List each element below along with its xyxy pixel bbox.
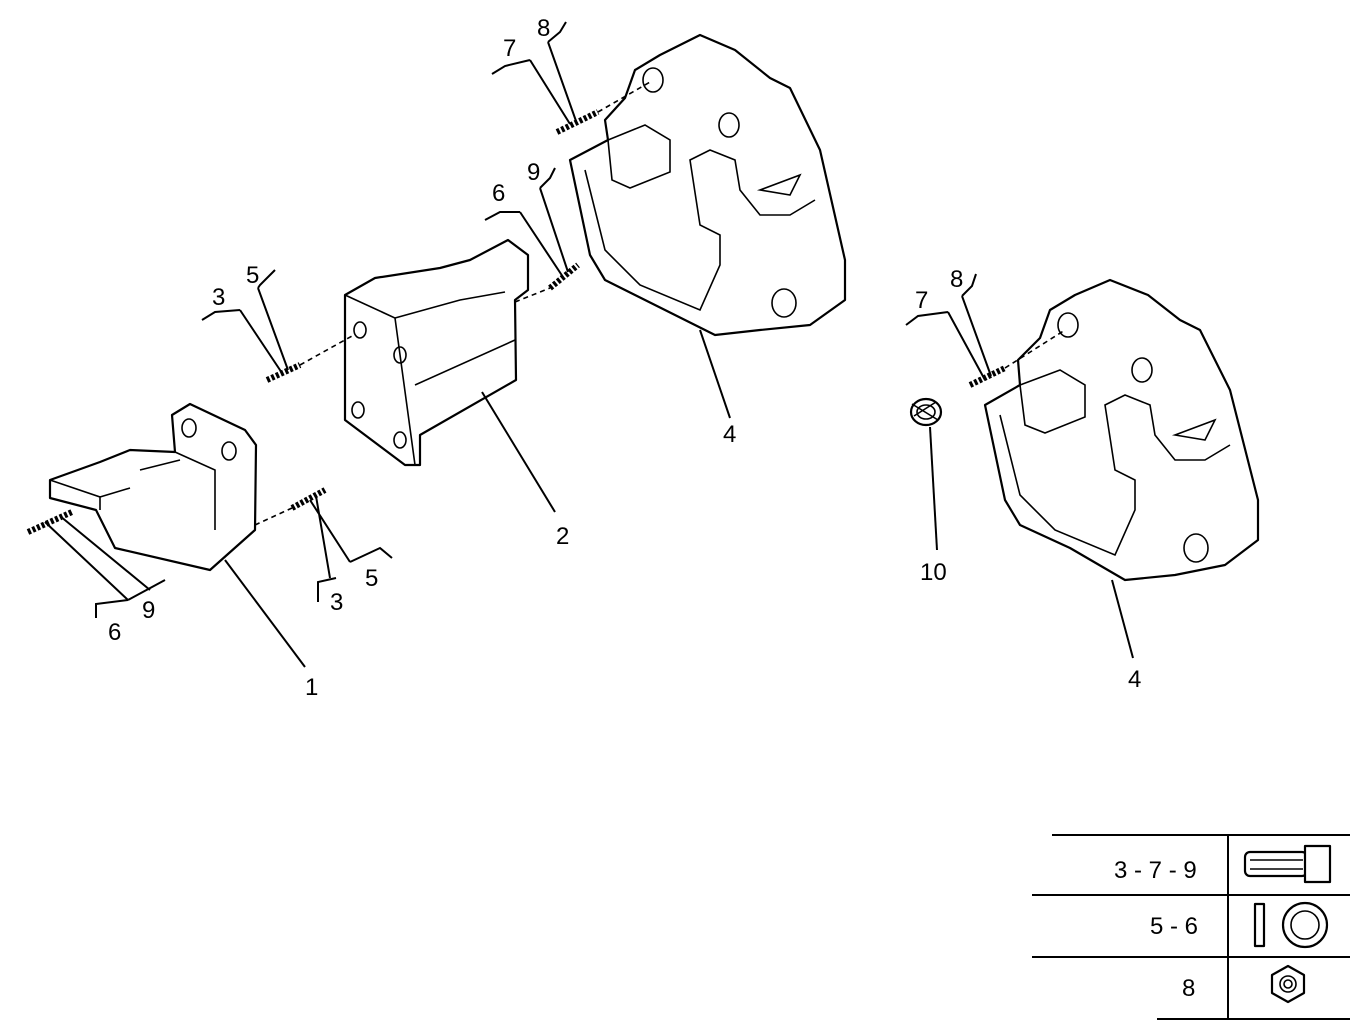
- leader-lines: [44, 21, 1134, 668]
- legend-row-3-label: 8: [1182, 975, 1195, 1002]
- part-10-bushing: [909, 397, 943, 427]
- part-1-bracket: [48, 402, 258, 572]
- fasteners: [26, 81, 1066, 535]
- callout-5-bottom: 5: [365, 565, 378, 592]
- callout-7-right: 7: [915, 287, 928, 314]
- callout-7-top: 7: [503, 35, 516, 62]
- callout-9-left: 9: [142, 597, 155, 624]
- callout-2: 2: [556, 523, 569, 550]
- callout-10: 10: [920, 559, 947, 586]
- legend-row-2-label: 5 - 6: [1150, 913, 1198, 940]
- part-4-housing-right: [983, 278, 1260, 582]
- callout-6-left: 6: [108, 619, 121, 646]
- callout-5-mid: 5: [246, 262, 259, 289]
- callouts: 1 2 3 5 3 5 6 9 6 9 7 8 4 7 8 10 4: [108, 15, 1141, 701]
- callout-3-mid: 3: [212, 284, 225, 311]
- part-2-bracket: [343, 238, 530, 467]
- part-4-housing-top: [568, 33, 847, 337]
- callout-4-top: 4: [723, 421, 736, 448]
- callout-8-top: 8: [537, 15, 550, 42]
- fastener-legend: 3 - 7 - 9 5 - 6 8: [1032, 834, 1350, 1020]
- bolt-icon: [1243, 844, 1332, 884]
- legend-row-1-label: 3 - 7 - 9: [1114, 857, 1197, 884]
- callout-9-top: 9: [527, 159, 540, 186]
- nut-icon: [1270, 964, 1306, 1004]
- callout-4-right: 4: [1128, 666, 1141, 693]
- callout-3-bottom: 3: [330, 589, 343, 616]
- callout-8-right: 8: [950, 266, 963, 293]
- callout-1: 1: [305, 674, 318, 701]
- washer-icon: [1253, 901, 1329, 949]
- callout-6-top: 6: [492, 180, 505, 207]
